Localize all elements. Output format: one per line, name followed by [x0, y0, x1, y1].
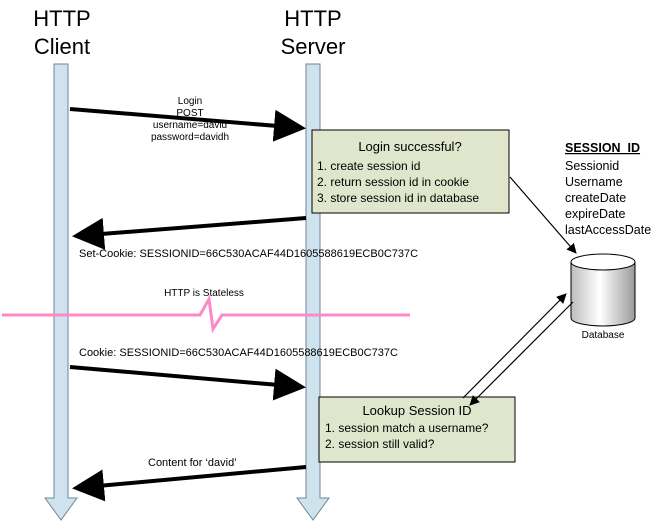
- lookup-title: Lookup Session ID: [362, 403, 471, 418]
- database-icon: [570, 253, 636, 327]
- lookup-check-1: 1. session match a username?: [325, 421, 489, 435]
- lookup-result-arrow: [469, 301, 574, 406]
- lookup-query-arrow: [462, 293, 567, 399]
- stateless-divider: [2, 294, 410, 334]
- content-response-label: Content for ‘david’: [148, 457, 237, 469]
- server-header-line2: Server: [281, 34, 346, 59]
- login-success-step-2: 2. return session id in cookie: [317, 175, 469, 189]
- cookie-request-label: Cookie: SESSIONID=66C530ACAF44D160558861…: [79, 347, 398, 359]
- session-field-1: Sessionid: [565, 159, 619, 173]
- login-request-label-3: username=david: [153, 120, 227, 131]
- lookup-check-2: 2. session still valid?: [325, 437, 435, 451]
- set-cookie-label: Set-Cookie: SESSIONID=66C530ACAF44D16055…: [79, 248, 418, 260]
- session-field-2: Username: [565, 175, 623, 189]
- session-field-3: createDate: [565, 191, 626, 205]
- session-table-title: SESSION_ID: [565, 141, 640, 155]
- session-field-5: lastAccessDate: [565, 223, 651, 237]
- session-field-4: expireDate: [565, 207, 625, 221]
- server-header-line1: HTTP: [284, 6, 341, 31]
- client-header-line1: HTTP: [33, 6, 90, 31]
- login-success-box: [311, 129, 510, 214]
- lookup-box: [318, 396, 516, 463]
- login-request-label-2: POST: [176, 108, 203, 119]
- login-success-step-1: 1. create session id: [317, 159, 420, 173]
- stateless-label: HTTP is Stateless: [164, 288, 244, 299]
- set-cookie-arrow: [72, 216, 307, 250]
- login-request-arrow: [69, 107, 306, 142]
- client-header-line2: Client: [34, 34, 90, 59]
- cookie-request-arrow: [69, 365, 306, 401]
- login-request-label-4: password=davidh: [151, 132, 229, 143]
- login-success-title: Login successful?: [358, 139, 461, 154]
- login-request-label-1: Login: [178, 96, 202, 107]
- database-label: Database: [582, 330, 625, 341]
- login-success-step-3: 3. store session id in database: [317, 191, 479, 205]
- client-lifeline: [44, 63, 78, 521]
- store-session-arrow: [509, 176, 577, 254]
- content-response-arrow: [72, 465, 307, 502]
